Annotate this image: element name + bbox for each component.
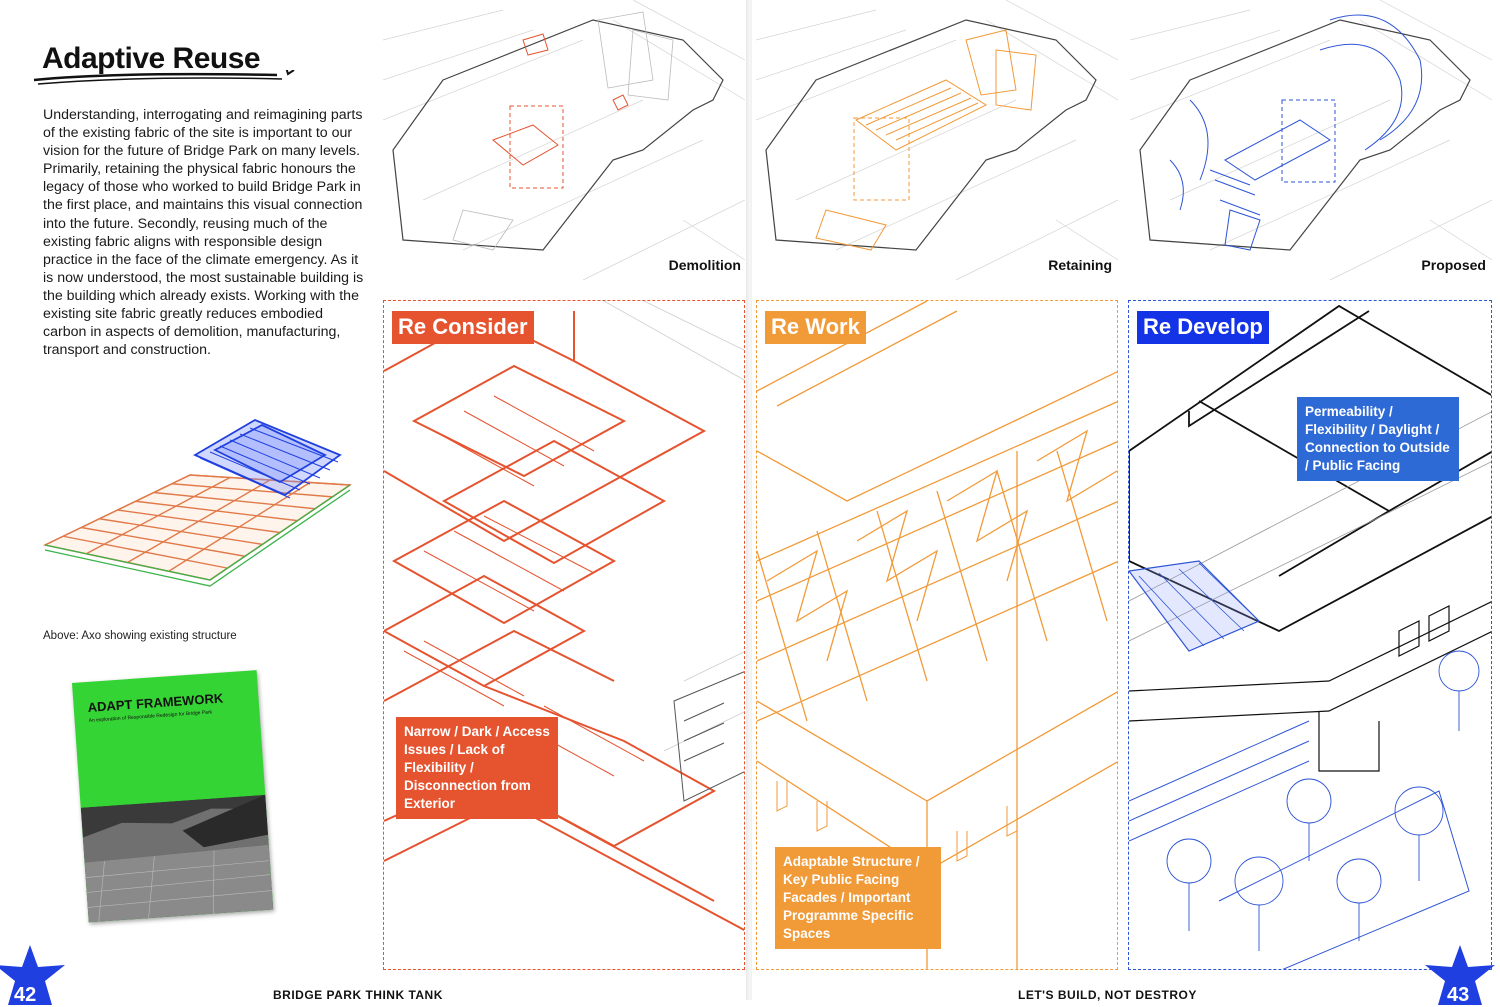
- footer-left: BRIDGE PARK THINK TANK: [273, 988, 443, 1002]
- footer-right: LET'S BUILD, NOT DESTROY: [1018, 988, 1197, 1002]
- page-number-star-left: [0, 945, 65, 1005]
- left-page: Adaptive Reuse Understanding, interrogat…: [0, 0, 748, 1006]
- re-develop-note: Permeability / Flexibility / Daylight / …: [1297, 397, 1459, 481]
- strategy-re-work: Re Work Adaptable Structure / Key Public…: [756, 300, 1118, 970]
- title-underline: [33, 70, 295, 85]
- re-work-note: Adaptable Structure / Key Public Facing …: [775, 847, 941, 949]
- right-page: Retaining Proposed: [752, 0, 1500, 1006]
- cover-photo: [80, 794, 274, 923]
- page-number-right: 43: [1447, 984, 1470, 1006]
- page-number-star-right: [1425, 945, 1495, 1005]
- re-work-tag: Re Work: [765, 311, 866, 344]
- intro-paragraph: Understanding, interrogating and reimagi…: [43, 107, 364, 359]
- site-plan-retaining: Retaining: [756, 0, 1118, 282]
- strategy-re-develop: Re Develop Permeability / Flexibility / …: [1128, 300, 1492, 970]
- re-consider-note: Narrow / Dark / Access Issues / Lack of …: [396, 717, 558, 819]
- site-plan-proposed: Proposed: [1130, 0, 1492, 282]
- axo-caption: Above: Axo showing existing structure: [43, 630, 237, 642]
- site-plan-label: Demolition: [668, 257, 741, 273]
- adapt-framework-cover: ADAPT FRAMEWORK An exploration of Respon…: [72, 670, 274, 923]
- re-develop-tag: Re Develop: [1137, 311, 1269, 344]
- re-consider-tag: Re Consider: [392, 311, 534, 344]
- site-plan-label: Proposed: [1421, 257, 1486, 273]
- site-plan-demolition: Demolition: [383, 0, 745, 282]
- site-plan-label: Retaining: [1048, 257, 1112, 273]
- page-title: Adaptive Reuse: [42, 42, 261, 75]
- strategy-re-consider: Re Consider Narrow / Dark / Access Issue…: [383, 300, 745, 970]
- existing-structure-axo: [42, 418, 353, 587]
- page-number-left: 42: [14, 984, 37, 1006]
- page-gutter: [746, 0, 754, 1000]
